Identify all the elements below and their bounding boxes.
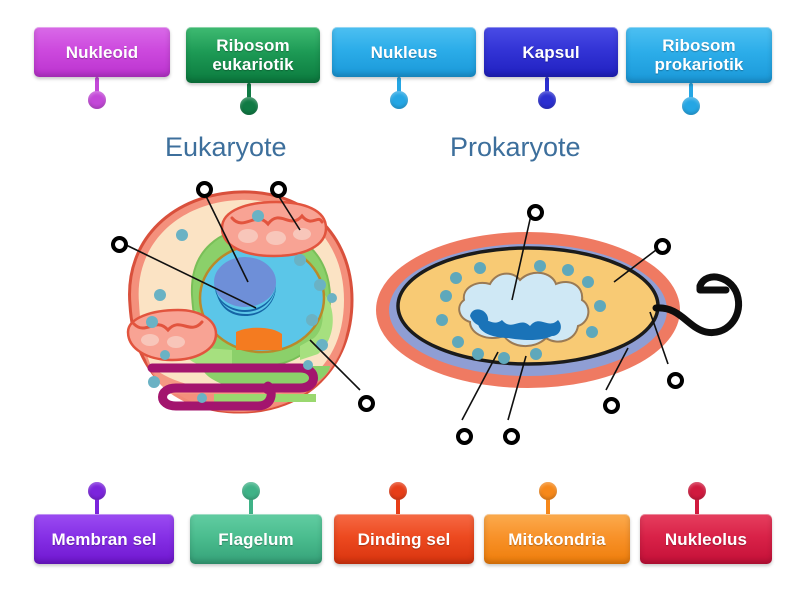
cell-diagram-svg [121, 190, 743, 421]
label-nukleus[interactable]: Nukleus [332, 27, 476, 77]
eukaryote-caption: Eukaryote [165, 132, 287, 162]
label-kapsul[interactable]: Kapsul [484, 27, 618, 77]
eukaryote-cell [121, 190, 361, 414]
label-mitokondria-text: Mitokondria [508, 529, 606, 549]
cell-diagram: Eukaryote Prokaryote [0, 110, 800, 470]
drop-target-2[interactable] [270, 181, 287, 198]
prokaryote-caption: Prokaryote [450, 132, 581, 162]
pin-nukleolus [688, 482, 706, 516]
label-nukleolus-text: Nukleolus [664, 529, 748, 549]
label-nukleoid-text: Nukleoid [65, 42, 139, 62]
drop-target-4[interactable] [358, 395, 375, 412]
pin-membran-sel [88, 482, 106, 516]
label-ribosom-prokariotik[interactable]: Ribosom prokariotik [626, 27, 772, 83]
label-nukleolus[interactable]: Nukleolus [640, 514, 772, 564]
label-nukleus-text: Nukleus [370, 42, 438, 62]
label-flagelum[interactable]: Flagelum [190, 514, 322, 564]
label-flagelum-text: Flagelum [218, 529, 294, 549]
prokaryote-cell [376, 214, 743, 421]
label-nukleoid[interactable]: Nukleoid [34, 27, 170, 77]
pin-dinding-sel [389, 482, 407, 516]
label-kapsul-text: Kapsul [522, 42, 580, 62]
label-ribosom-prokariotik-text: Ribosom prokariotik [654, 36, 744, 74]
label-dinding-sel-text: Dinding sel [357, 529, 451, 549]
drop-target-10[interactable] [456, 428, 473, 445]
pin-kapsul [538, 77, 556, 109]
label-mitokondria[interactable]: Mitokondria [484, 514, 630, 564]
drop-target-1[interactable] [196, 181, 213, 198]
pin-flagelum [242, 482, 260, 516]
pin-mitokondria [539, 482, 557, 516]
drop-target-9[interactable] [503, 428, 520, 445]
label-ribosom-eukariotik[interactable]: Ribosom eukariotik [186, 27, 320, 83]
drop-target-7[interactable] [667, 372, 684, 389]
pin-nukleus [390, 77, 408, 109]
label-ribosom-eukariotik-text: Ribosom eukariotik [212, 36, 294, 74]
drop-target-5[interactable] [527, 204, 544, 221]
label-dinding-sel[interactable]: Dinding sel [334, 514, 474, 564]
drop-target-8[interactable] [603, 397, 620, 414]
drop-target-6[interactable] [654, 238, 671, 255]
label-membran-sel-text: Membran sel [51, 529, 157, 549]
pin-nukleoid [88, 77, 106, 109]
label-membran-sel[interactable]: Membran sel [34, 514, 174, 564]
drop-target-3[interactable] [111, 236, 128, 253]
